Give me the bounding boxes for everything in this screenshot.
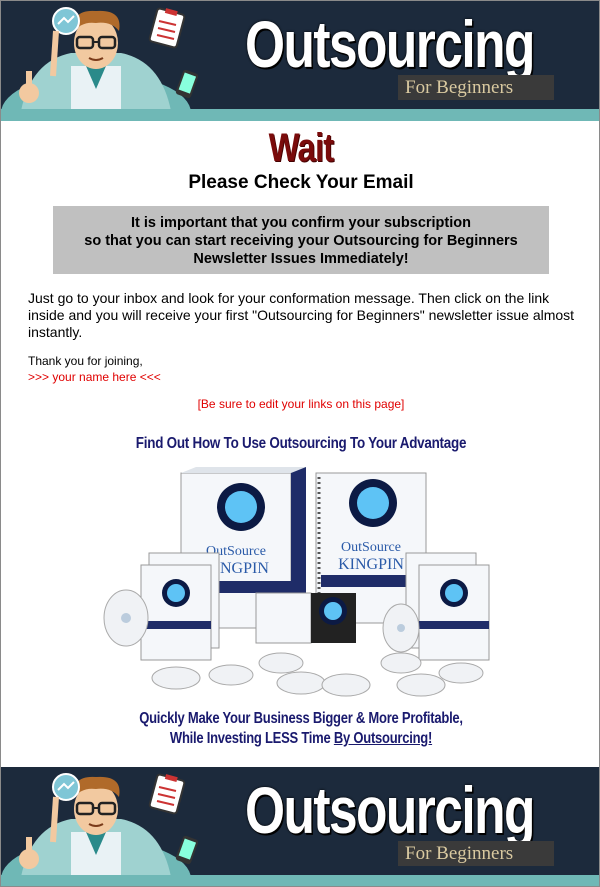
cta-text[interactable]: Quickly Make Your Business Bigger & More… [49, 709, 553, 749]
cta-line-1: Quickly Make Your Business Bigger & More… [139, 710, 463, 727]
notice-line: It is important that you confirm your su… [131, 215, 471, 231]
product-headline[interactable]: Find Out How To Use Outsourcing To Your … [135, 435, 467, 452]
wait-heading: Wait [268, 126, 335, 170]
edit-links-note: [Be sure to edit your links on this page… [197, 397, 405, 411]
confirm-notice-box: It is important that you confirm your su… [53, 206, 549, 274]
cta-line-2: While Investing LESS Time By Outsourcing… [49, 729, 553, 749]
brand-bottom-text-2: KINGPIN [338, 556, 404, 573]
notice-line: Newsletter Issues Immediately! [193, 251, 409, 267]
cta-line-2-prefix: While Investing LESS Time [169, 730, 334, 747]
banner-subtitle-footer: For Beginners [405, 843, 514, 864]
check-email-heading: Please Check Your Email [188, 172, 414, 193]
brand-top-text-2: OutSource [341, 540, 401, 555]
banner-title-footer: Outsourcing [245, 773, 535, 847]
notice-line: so that you can start receiving your Out… [84, 233, 518, 249]
banner-strip-footer [1, 875, 599, 886]
signature-placeholder: >>> your name here <<< [28, 370, 161, 384]
footer-banner: Outsourcing For Beginners [1, 767, 599, 886]
banner-subtitle-box [398, 75, 554, 100]
thanks-text: Thank you for joining, [28, 354, 143, 368]
header-banner: Outsourcing For Beginners [1, 1, 599, 121]
banner-title: Outsourcing [245, 7, 535, 81]
instructions-text: Just go to your inbox and look for your … [28, 290, 575, 340]
product-bundle-image[interactable]: OutSource KINGPIN OutSource KINGPIN [101, 463, 501, 701]
worker-illustration [1, 7, 199, 121]
banner-strip [1, 109, 599, 121]
banner-subtitle: For Beginners [405, 77, 514, 98]
worker-illustration-footer [1, 773, 199, 886]
banner-subtitle-box-footer [398, 841, 554, 866]
brand-bottom-text: KINGPIN [203, 560, 269, 577]
brand-top-text: OutSource [206, 544, 266, 559]
cta-link[interactable]: By Outsourcing! [333, 730, 433, 747]
